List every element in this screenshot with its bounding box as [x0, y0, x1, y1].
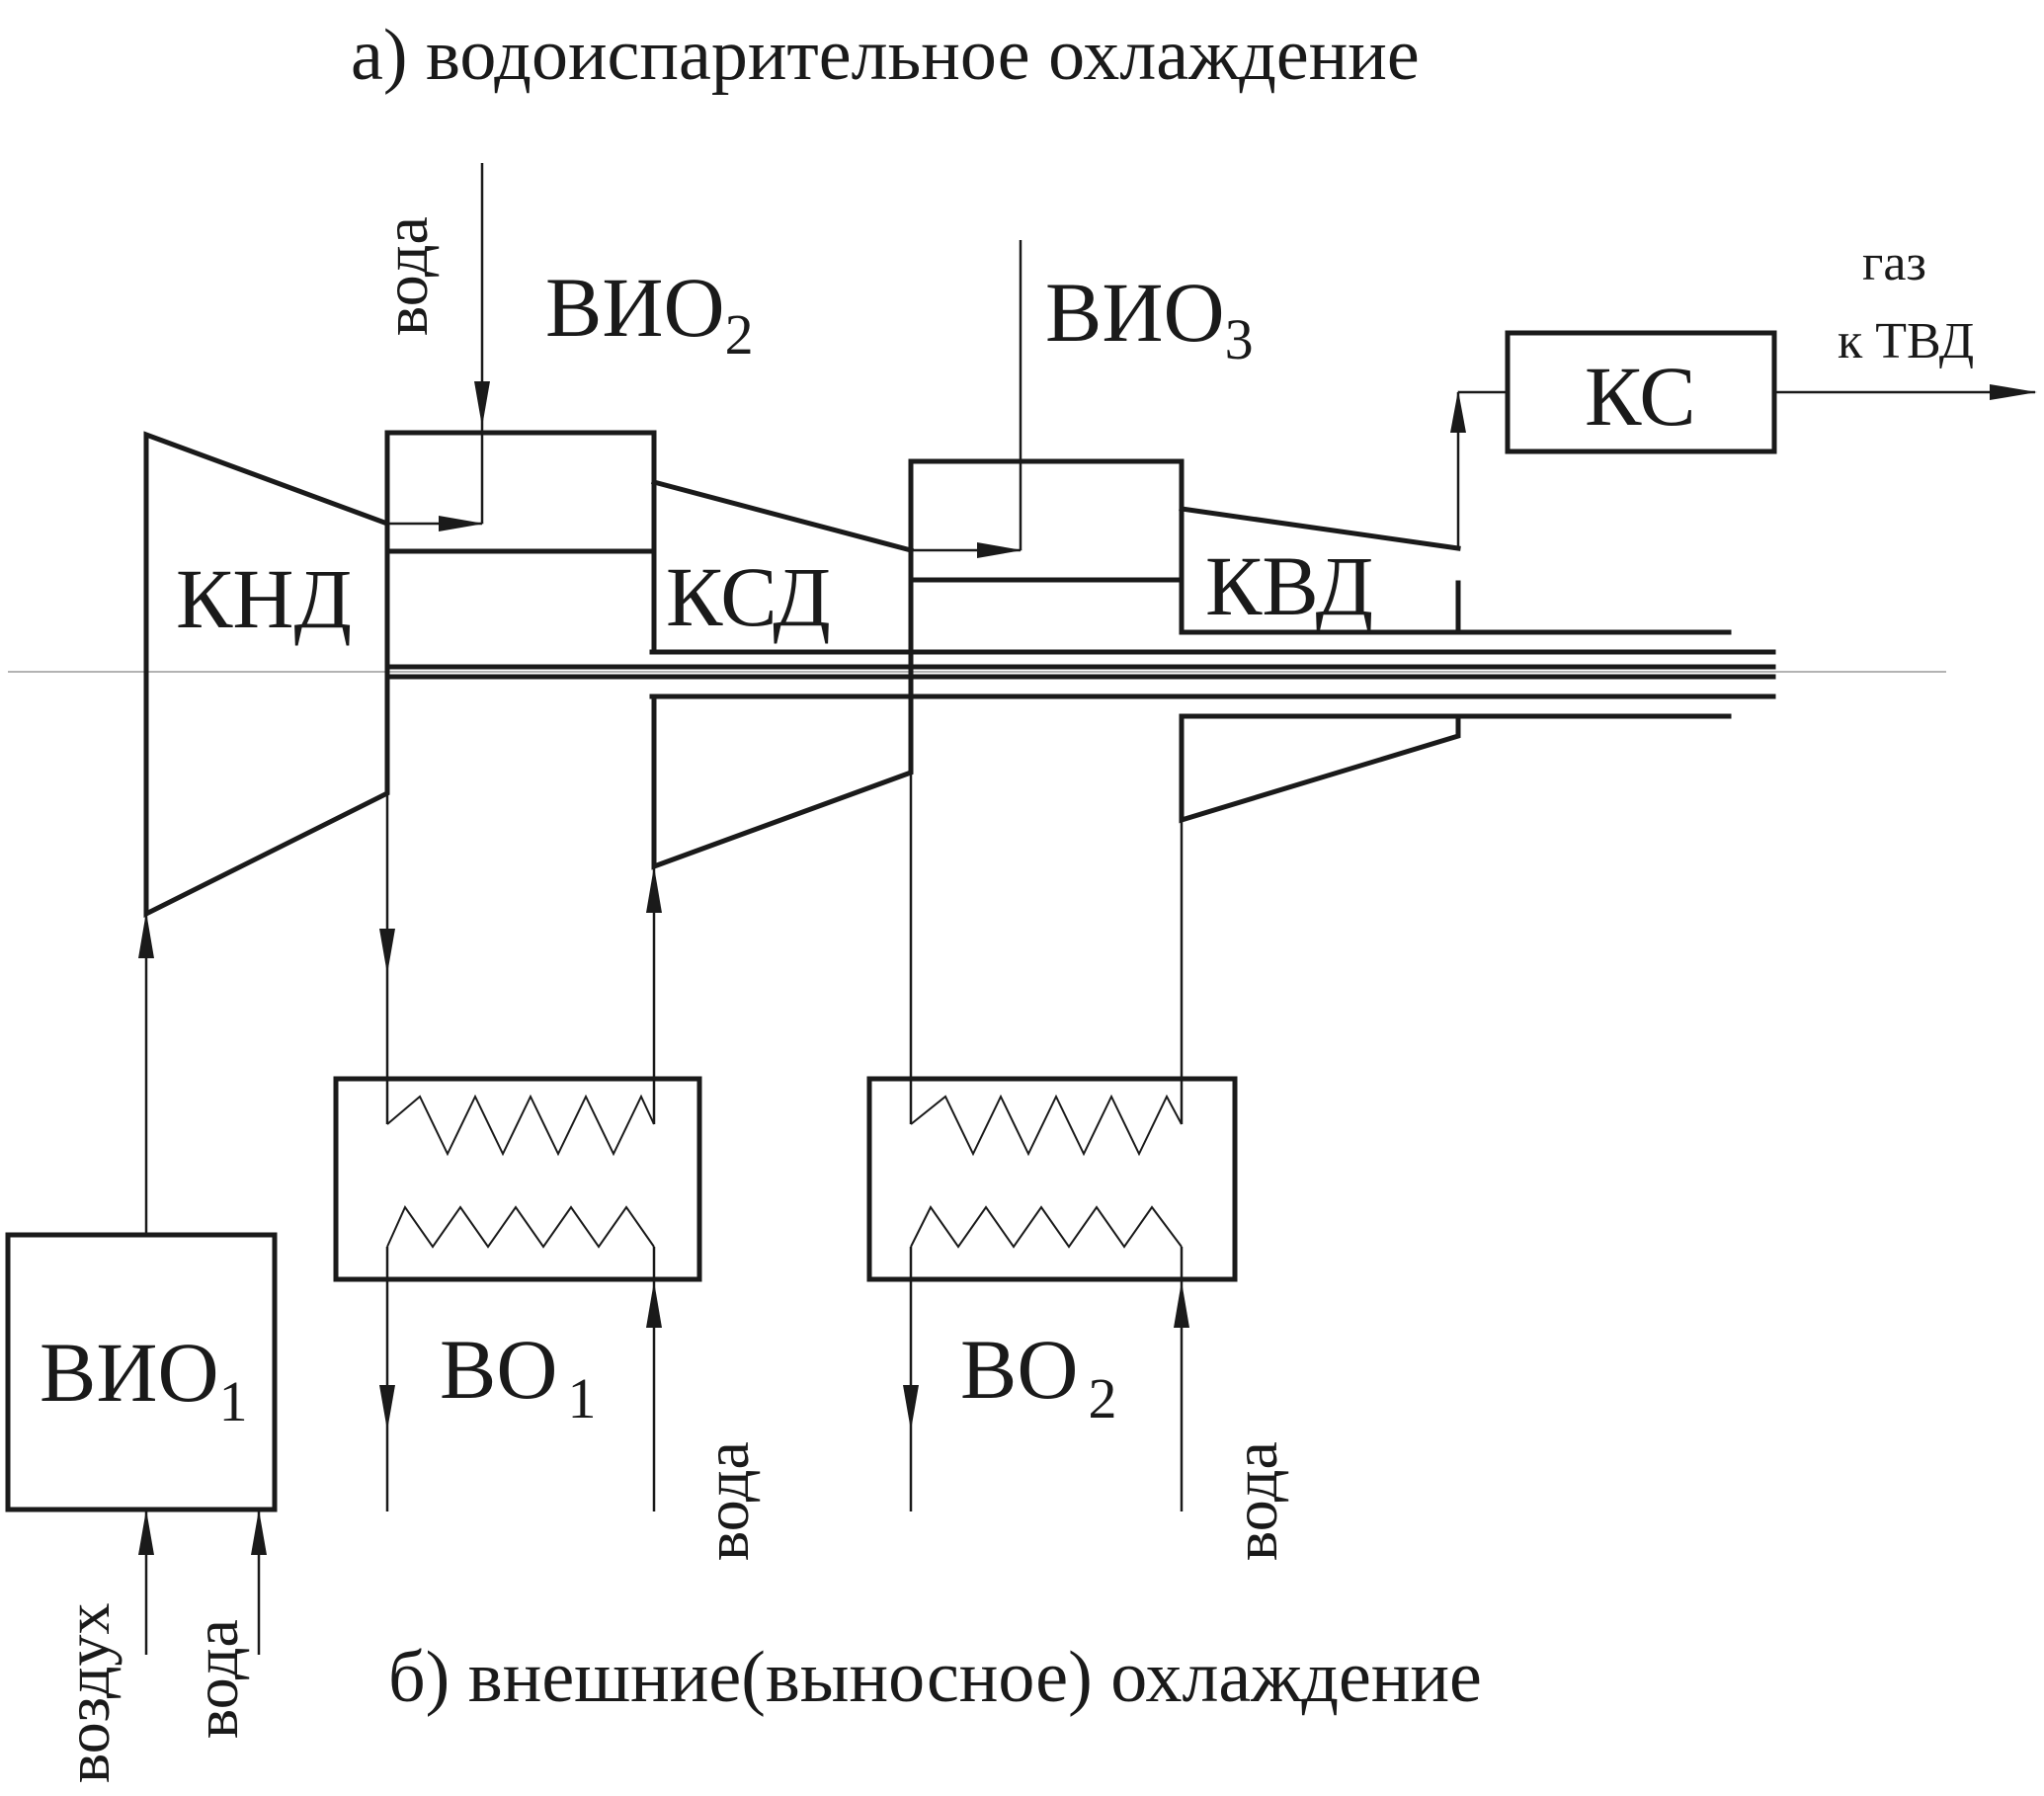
- gas-outlet-label: газ: [1862, 235, 1926, 291]
- ks-label: КС: [1585, 349, 1696, 444]
- low-pressure-compressor: КНД: [143, 431, 390, 919]
- vo1-water-label: вода: [692, 1441, 762, 1561]
- air-inlet-label: воздух: [52, 1603, 123, 1783]
- vio2-unit: ВИО2 вода: [370, 163, 754, 793]
- vio1-water-label: вода: [181, 1619, 251, 1739]
- vo2-water-label: вода: [1220, 1441, 1290, 1561]
- vio3-label: ВИО3: [1045, 265, 1254, 371]
- ksd-label: КСД: [666, 549, 831, 644]
- vio1-unit: ВИО1 воздух вода: [5, 912, 278, 1783]
- title-evaporative-cooling: а) водоиспарительное охлаждение: [351, 15, 1420, 96]
- to-hpt-label: к ТВД: [1838, 313, 1974, 369]
- combustion-chamber: КС газ к ТВД: [1450, 235, 2037, 548]
- vio3-unit: ВИО3: [908, 240, 1254, 774]
- vio2-label: ВИО2: [545, 260, 754, 367]
- knd-label: КНД: [176, 551, 352, 646]
- mid-pressure-compressor: КСД: [650, 478, 915, 870]
- shaft-lines: [387, 629, 1776, 719]
- title-external-cooling: б) внешние(выносное) охлаждение: [388, 1637, 1482, 1718]
- kvd-label: КВД: [1205, 538, 1373, 633]
- high-pressure-compressor: КВД: [1179, 506, 1461, 824]
- vio1-label: ВИО1: [40, 1325, 248, 1433]
- vio2-water-label: вода: [370, 216, 441, 336]
